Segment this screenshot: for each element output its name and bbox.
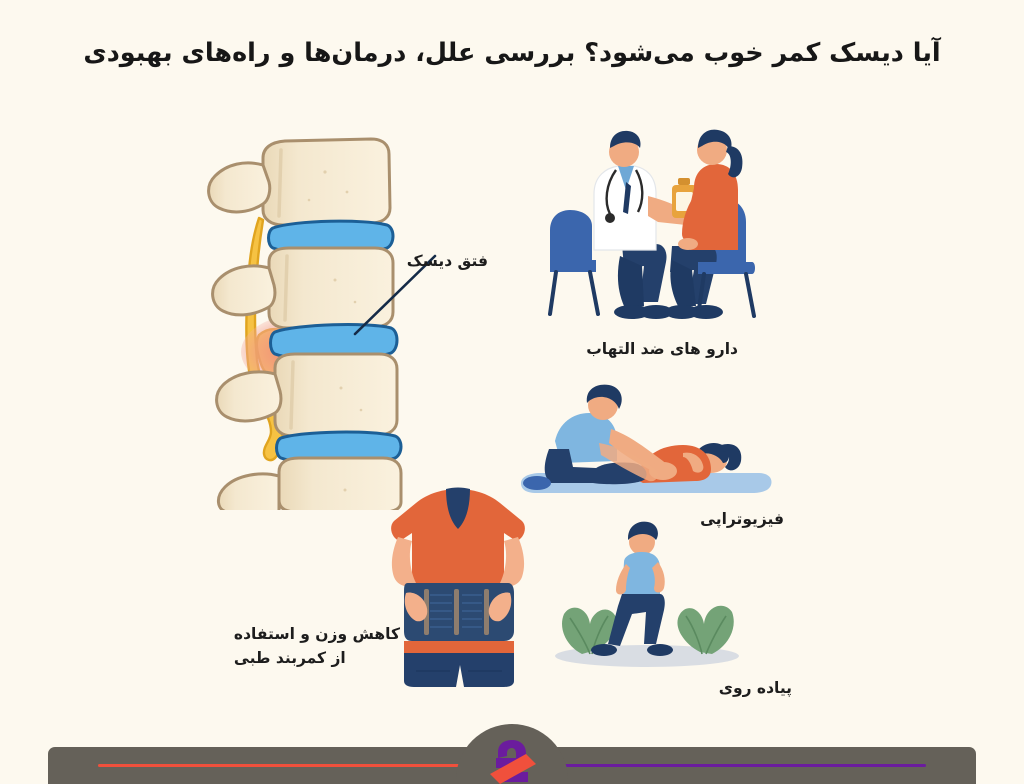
doctor-patient-illustration xyxy=(548,126,782,331)
label-anti-inflammatory-drugs: دارو های ضد التهاب xyxy=(586,340,738,358)
walker-arm-front xyxy=(652,562,665,593)
patient-ponytail xyxy=(726,146,743,178)
doctor-shirt xyxy=(618,166,634,190)
label-weight-loss-belt: کاهش وزن و استفاده از کمربند طبی xyxy=(233,625,400,668)
brand-logo[interactable] xyxy=(482,738,542,784)
doctor-patient-svg xyxy=(548,129,756,319)
intervertebral-disc-2-herniated xyxy=(269,323,399,362)
therapist-hair xyxy=(586,384,622,409)
disc-pointer-line xyxy=(353,254,437,336)
patient-arm xyxy=(682,196,696,243)
footer-bar xyxy=(0,724,1024,784)
label-disc-herniation: فتق دیسک xyxy=(406,252,488,270)
brace-arm-right xyxy=(500,537,525,587)
patient-arm-physio xyxy=(683,452,704,473)
walker-head xyxy=(629,529,655,555)
label-walking: پیاده روی xyxy=(718,679,792,697)
belt-stay-3 xyxy=(484,589,489,635)
walker-pants xyxy=(608,594,665,646)
brace-shirt xyxy=(391,489,525,583)
walking-svg xyxy=(555,521,739,667)
page-title: آیا دیسک کمر خوب می‌شود؟ بررسی علل، درما… xyxy=(83,38,941,68)
patient-legs xyxy=(670,246,717,304)
doctor-hair xyxy=(610,130,641,148)
spine-illustration xyxy=(175,120,425,514)
physiotherapy-illustration xyxy=(515,383,777,498)
footer-line-red xyxy=(98,764,470,767)
back-brace-illustration xyxy=(372,487,544,687)
therapist-shoe xyxy=(523,476,551,490)
vertebra-2 xyxy=(211,246,395,330)
brace-collar xyxy=(446,487,470,529)
brace-shorts xyxy=(404,653,514,687)
physiotherapy-svg xyxy=(521,384,772,493)
walking-illustration xyxy=(548,518,746,668)
walker-shoe-front xyxy=(647,644,673,656)
footer-line-purple xyxy=(554,764,926,767)
patient-hair xyxy=(698,129,732,152)
back-brace-svg xyxy=(391,487,525,687)
brace-arm-left xyxy=(391,537,416,587)
walker-shirt xyxy=(622,552,660,596)
walking-person xyxy=(591,521,673,656)
vertebra-3 xyxy=(215,352,399,438)
vertebra-1 xyxy=(207,137,392,227)
therapist-legs xyxy=(544,449,626,483)
patient-shoe xyxy=(665,305,699,319)
brace-hand-right xyxy=(488,592,512,622)
intervertebral-disc-3 xyxy=(275,430,403,466)
spine-svg xyxy=(207,137,403,514)
bush-right xyxy=(677,605,734,655)
brace-hand-left xyxy=(404,592,428,622)
walker-shoe-back xyxy=(591,644,617,656)
doctor-tie xyxy=(623,182,631,214)
patient-hand xyxy=(678,238,698,250)
doctor-legs xyxy=(622,244,667,302)
doctor-chair-back xyxy=(550,210,592,266)
therapist-arm xyxy=(609,429,666,474)
walker-arm-back xyxy=(616,564,630,595)
stethoscope xyxy=(605,169,617,215)
walker-hair xyxy=(628,521,658,540)
label-physiotherapy: فیزیوتراپی xyxy=(700,510,784,528)
patient-sweater xyxy=(690,164,738,250)
belt-stay-2 xyxy=(454,589,459,635)
waistband xyxy=(404,641,514,653)
doctor-shoe xyxy=(614,305,650,319)
intervertebral-disc-1 xyxy=(267,219,395,256)
